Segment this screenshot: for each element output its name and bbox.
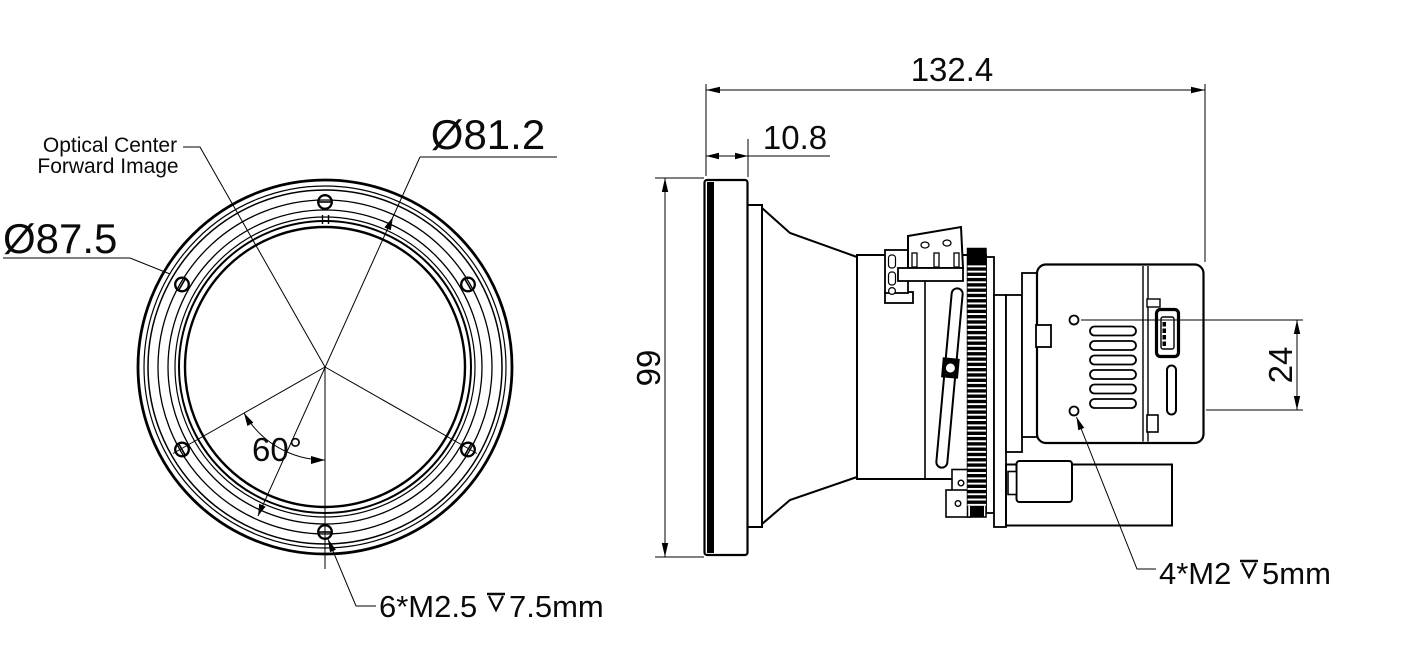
depth-symbol-icon (1240, 559, 1258, 580)
front-thread-leader (327, 538, 376, 607)
angle-label: 60° (252, 431, 302, 468)
side-view-dimensions (655, 84, 1303, 570)
front-thread-note: 6*M2.5 7.5mm (379, 589, 604, 624)
outer-diameter-leader (3, 257, 171, 275)
usb-connector (1146, 298, 1181, 359)
side-thread-note: 4*M2 5mm (1159, 556, 1331, 591)
side-thread-leader (1076, 416, 1156, 570)
bolt-circle-label: Ø81.2 (431, 111, 545, 158)
focus-lever (935, 287, 964, 469)
dim-flange-thickness (706, 139, 830, 177)
mount-hole-bottom (1068, 405, 1080, 417)
dim-height (655, 177, 704, 558)
mount-hole-top (1068, 314, 1080, 326)
depth-symbol-icon (487, 592, 505, 613)
height-label: 99 (630, 350, 667, 387)
angle-dimension (243, 412, 326, 464)
flange-thickness-label: 10.8 (763, 119, 827, 156)
front-thread-suffix: 7.5mm (509, 589, 604, 624)
optical-center-note-line2: Forward Image (37, 155, 178, 178)
camera-body (1035, 263, 1205, 445)
vent-slots (1089, 325, 1137, 409)
annotations: Optical Center Forward Image Ø87.5 Ø81.2… (3, 51, 1331, 624)
front-thread-prefix: 6*M2.5 (379, 589, 477, 624)
hole-spacing-label: 24 (1262, 347, 1299, 384)
front-view (3, 146, 557, 607)
lens-barrel (746, 204, 987, 528)
top-bracket (884, 225, 965, 304)
side-thread-suffix: 5mm (1262, 556, 1331, 591)
outer-diameter-label: Ø87.5 (3, 215, 117, 262)
optical-center-note-line1: Optical Center (43, 134, 177, 157)
bolt-holes (174, 194, 476, 540)
side-thread-prefix: 4*M2 (1159, 556, 1231, 591)
key-marks (321, 215, 330, 224)
focus-gear (966, 247, 987, 518)
body-notch (1146, 414, 1159, 433)
dim-hole-spacing (1081, 319, 1303, 411)
front-view-centerlines (172, 366, 478, 569)
overall-length-label: 132.4 (911, 51, 994, 88)
front-flange (703, 178, 749, 557)
dim-overall-length (705, 84, 1206, 262)
bottom-mount (945, 460, 1173, 527)
bolt-circle-leader (257, 156, 557, 517)
side-slot (1166, 364, 1177, 416)
optical-center-leader (183, 146, 326, 368)
side-view (703, 178, 1205, 557)
rear-plates (985, 256, 1038, 528)
